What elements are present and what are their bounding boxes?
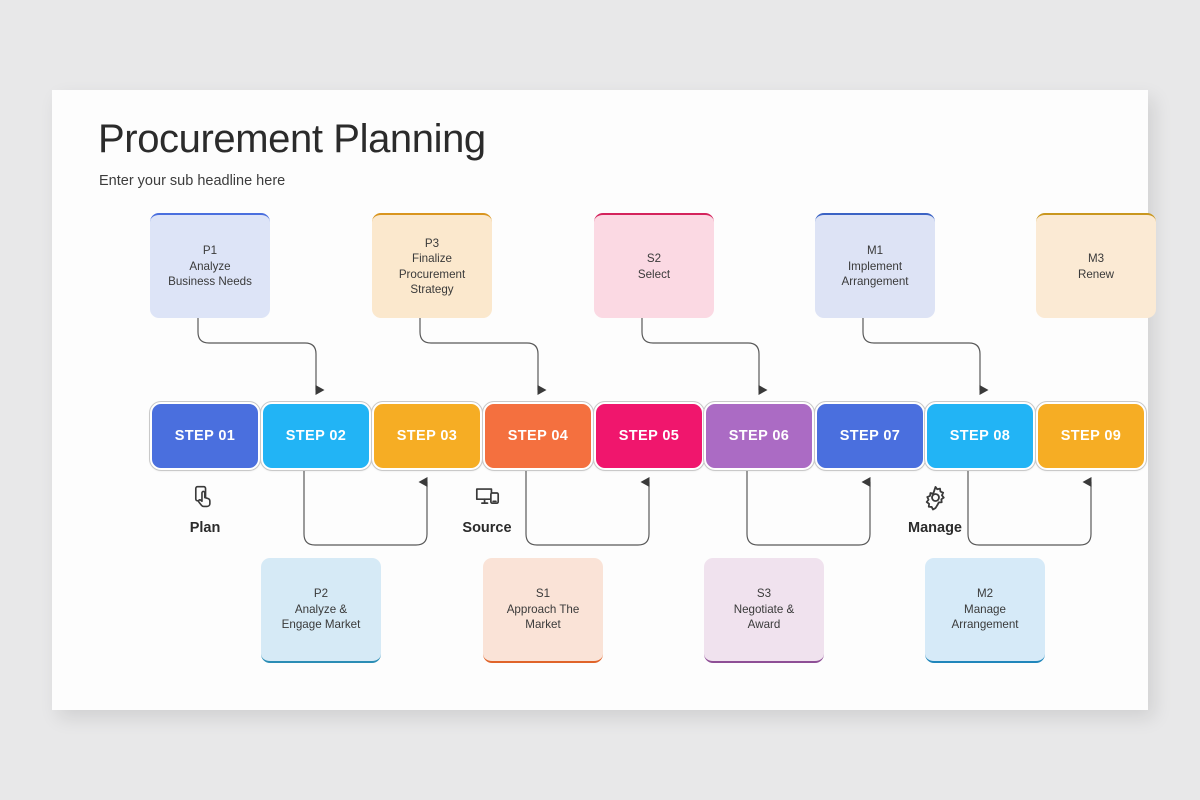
card-text: P2 Analyze & Engage Market <box>281 587 361 632</box>
phase-label: Source <box>462 520 512 536</box>
bottom-card-p2[interactable]: P2 Analyze & Engage Market <box>261 558 381 663</box>
gear-icon <box>880 482 990 512</box>
step-chip-05[interactable]: STEP 05 <box>593 401 705 471</box>
tap-hand-icon <box>150 482 260 512</box>
step-chip-03[interactable]: STEP 03 <box>371 401 483 471</box>
card-text: M2 Manage Arrangement <box>951 587 1019 632</box>
step-chip-07[interactable]: STEP 07 <box>814 401 926 471</box>
phase-source: Source <box>432 482 542 536</box>
top-card-m3[interactable]: M3 Renew <box>1036 213 1156 318</box>
card-text: M3 Renew <box>1077 252 1115 281</box>
step-label: STEP 07 <box>839 428 901 444</box>
bottom-card-m2[interactable]: M2 Manage Arrangement <box>925 558 1045 663</box>
bottom-card-s3[interactable]: S3 Negotiate & Award <box>704 558 824 663</box>
phase-manage: Manage <box>880 482 990 536</box>
top-card-p1[interactable]: P1 Analyze Business Needs <box>150 213 270 318</box>
slide-canvas: Procurement Planning Enter your sub head… <box>52 90 1156 710</box>
top-card-m1[interactable]: M1 Implement Arrangement <box>815 213 935 318</box>
card-text: M1 Implement Arrangement <box>841 244 909 289</box>
page-subtitle: Enter your sub headline here <box>99 173 286 189</box>
phase-label: Manage <box>908 520 962 536</box>
step-label: STEP 04 <box>507 428 569 444</box>
bottom-card-s1[interactable]: S1 Approach The Market <box>483 558 603 663</box>
step-label: STEP 08 <box>949 428 1011 444</box>
step-label: STEP 09 <box>1060 428 1122 444</box>
top-card-s2[interactable]: S2 Select <box>594 213 714 318</box>
step-chip-08[interactable]: STEP 08 <box>924 401 1036 471</box>
monitor-devices-icon <box>432 482 542 512</box>
card-text: S2 Select <box>637 252 671 281</box>
card-text: P1 Analyze Business Needs <box>168 244 252 289</box>
step-label: STEP 03 <box>396 428 458 444</box>
card-text: S1 Approach The Market <box>506 587 580 632</box>
step-chip-01[interactable]: STEP 01 <box>149 401 261 471</box>
step-chip-06[interactable]: STEP 06 <box>703 401 815 471</box>
step-chip-02[interactable]: STEP 02 <box>260 401 372 471</box>
step-chip-04[interactable]: STEP 04 <box>482 401 594 471</box>
page-title: Procurement Planning <box>98 117 486 161</box>
step-label: STEP 06 <box>728 428 790 444</box>
phase-plan: Plan <box>150 482 260 536</box>
phase-label: Plan <box>189 520 221 536</box>
card-text: S3 Negotiate & Award <box>733 587 795 632</box>
step-chip-09[interactable]: STEP 09 <box>1035 401 1147 471</box>
step-label: STEP 05 <box>618 428 680 444</box>
step-label: STEP 02 <box>285 428 347 444</box>
top-card-p3[interactable]: P3 Finalize Procurement Strategy <box>372 213 492 318</box>
step-label: STEP 01 <box>174 428 236 444</box>
card-text: P3 Finalize Procurement Strategy <box>398 236 466 297</box>
